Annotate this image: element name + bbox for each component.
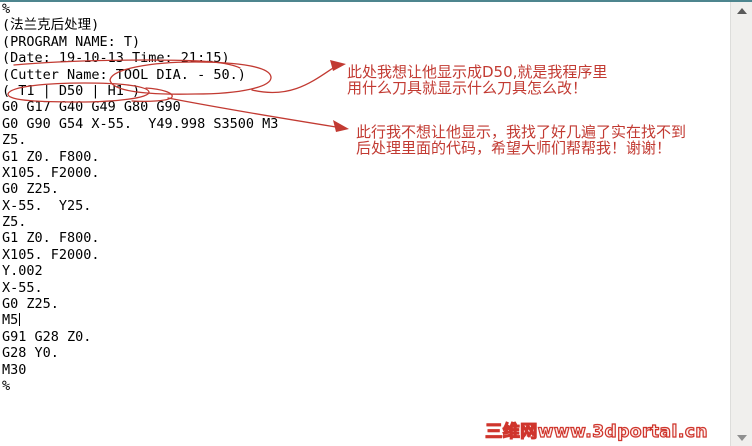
code-line[interactable]: G1 Z0. F800. xyxy=(2,148,100,165)
code-line[interactable]: M30 xyxy=(2,361,27,378)
code-line[interactable]: G0 Z25. xyxy=(2,181,59,198)
vertical-scrollbar[interactable] xyxy=(730,2,752,446)
code-line[interactable]: X-55. xyxy=(2,279,43,296)
code-line[interactable]: Z5. xyxy=(2,132,27,149)
code-line[interactable]: M5 xyxy=(2,312,21,329)
code-line[interactable]: X105. F2000. xyxy=(2,246,100,263)
triangle-up-icon xyxy=(736,7,747,14)
code-line[interactable]: Y.002 xyxy=(2,263,43,280)
code-line[interactable]: G0 G17 G40 G49 G80 G90 xyxy=(2,99,181,116)
code-line[interactable]: G91 G28 Z0. xyxy=(2,328,92,345)
annotation-note-2-line-2: 后处理里面的代码，希望大师们帮帮我！谢谢！ xyxy=(356,139,672,157)
code-line[interactable]: X105. F2000. xyxy=(2,164,100,181)
code-line[interactable]: % xyxy=(2,1,11,17)
annotation-note-2: 此行我不想让他显示，我找了好几遍了实在找不到 后处理里面的代码，希望大师们帮帮我… xyxy=(356,124,686,156)
code-line[interactable]: % xyxy=(2,377,11,394)
triangle-down-icon xyxy=(736,434,747,441)
code-line[interactable]: G0 Z25. xyxy=(2,296,59,313)
scrollbar-up-button[interactable] xyxy=(731,2,752,19)
code-line[interactable]: (PROGRAM NAME: T) xyxy=(2,33,141,50)
annotation-note-2-line-1: 此行我不想让他显示，我找了好几遍了实在找不到 xyxy=(356,123,687,141)
annotation-note-1-line-2: 用什么刀具就显示什么刀具怎么改！ xyxy=(347,79,588,97)
window-top-border xyxy=(0,0,752,2)
text-caret xyxy=(19,313,21,327)
watermark: 三维网www.3dportal.cn xyxy=(485,421,708,442)
annotation-note-1: 此处我想让他显示成D50,就是我程序里 用什么刀具就显示什么刀具怎么改！ xyxy=(347,64,607,96)
code-line[interactable]: (法兰克后处理) xyxy=(2,17,100,34)
code-line[interactable]: G1 Z0. F800. xyxy=(2,230,100,247)
code-line[interactable]: Z5. xyxy=(2,214,27,231)
code-line[interactable]: G28 Y0. xyxy=(2,345,59,362)
annotation-note-1-line-1: 此处我想让他显示成D50,就是我程序里 xyxy=(347,63,608,81)
code-line[interactable]: X-55. Y25. xyxy=(2,197,92,214)
scrollbar-down-button[interactable] xyxy=(731,429,752,446)
